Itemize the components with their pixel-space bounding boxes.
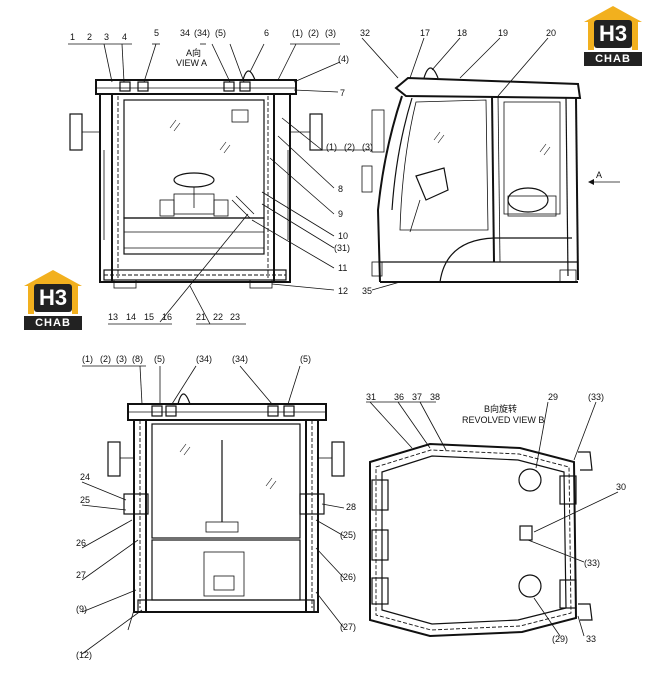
view-b-roof-plan <box>369 442 593 638</box>
callout: 38 <box>430 392 440 402</box>
callout: 31 <box>366 392 376 402</box>
callout: (25) <box>340 530 356 540</box>
callout: (3) <box>325 28 336 38</box>
callout: (5) <box>300 354 311 364</box>
callout: 23 <box>230 312 240 322</box>
callout: 10 <box>338 231 348 241</box>
callout: (29) <box>552 634 568 644</box>
callout: (8) <box>132 354 143 364</box>
callout: (3) <box>362 142 373 152</box>
view-a-callouts: 1 2 3 4 5 34 (34) (5) 6 (1) (2) (3) A向 V… <box>68 28 373 325</box>
rear-view-cab <box>107 393 345 631</box>
callout: 36 <box>394 392 404 402</box>
side-view-callouts: 32 17 18 19 20 A 35 <box>360 28 602 296</box>
callout: (27) <box>340 622 356 632</box>
view-a-front-cab <box>69 70 323 289</box>
callout: (31) <box>334 243 350 253</box>
callout: 7 <box>340 88 345 98</box>
callout: 33 <box>586 634 596 644</box>
callout: 21 <box>196 312 206 322</box>
callout: 25 <box>80 495 90 505</box>
brand-logo-left: H3 CHAB <box>20 270 86 330</box>
callout: 17 <box>420 28 430 38</box>
callout: 14 <box>126 312 136 322</box>
callout: (1) <box>292 28 303 38</box>
callout: (1) <box>326 142 337 152</box>
callout: 20 <box>546 28 556 38</box>
callout: 11 <box>338 263 347 273</box>
callout: 1 <box>70 32 75 42</box>
callout: (5) <box>154 354 165 364</box>
callout: (4) <box>338 54 349 64</box>
view-b-callouts: 31 36 37 38 29 (33) 30 (33) (29) 33 B向旋转… <box>366 392 626 644</box>
callout: 2 <box>87 32 92 42</box>
callout: 19 <box>498 28 508 38</box>
callout: (2) <box>308 28 319 38</box>
rear-view-callouts: (1) (2) (3) (8) (5) (34) (34) (5) 24 25 … <box>76 354 356 660</box>
callout: 3 <box>104 32 109 42</box>
callout: (33) <box>584 558 600 568</box>
callout: 16 <box>162 312 172 322</box>
callout: A <box>596 170 602 180</box>
view-a-title-en: VIEW A <box>176 58 207 68</box>
callout: (26) <box>340 572 356 582</box>
logo-mark: H3 <box>34 284 72 312</box>
callout: (5) <box>215 28 226 38</box>
callout: 22 <box>213 312 223 322</box>
view-b-title-en: REVOLVED VIEW B <box>462 415 544 425</box>
view-b-title-cn: B向旋转 <box>484 403 517 414</box>
callout: (2) <box>344 142 355 152</box>
callout: (34) <box>194 28 210 38</box>
callout: 13 <box>108 312 118 322</box>
brand-logo-top-right: H3 CHAB <box>580 6 646 66</box>
callout: (3) <box>116 354 127 364</box>
callout: 30 <box>616 482 626 492</box>
callout: 32 <box>360 28 370 38</box>
callout: 24 <box>80 472 90 482</box>
callout: 4 <box>122 32 127 42</box>
callout: 26 <box>76 538 86 548</box>
callout: 34 <box>180 28 190 38</box>
callout: (33) <box>588 392 604 402</box>
callout: 18 <box>457 28 467 38</box>
callout: 28 <box>346 502 356 512</box>
callout: 29 <box>548 392 558 402</box>
logo-word: CHAB <box>584 52 642 66</box>
callout: (2) <box>100 354 111 364</box>
callout: 9 <box>338 209 343 219</box>
callout: (1) <box>82 354 93 364</box>
callout: 35 <box>362 286 372 296</box>
callout: (34) <box>232 354 248 364</box>
callout: 12 <box>338 286 348 296</box>
logo-word: CHAB <box>24 316 82 330</box>
callout: 6 <box>264 28 269 38</box>
callout: (34) <box>196 354 212 364</box>
callout: 27 <box>76 570 86 580</box>
callout: 5 <box>154 28 159 38</box>
callout: (12) <box>76 650 92 660</box>
callout: 15 <box>144 312 154 322</box>
logo-mark: H3 <box>594 20 632 48</box>
callout: 8 <box>338 184 343 194</box>
callout: 37 <box>412 392 422 402</box>
callout: (9) <box>76 604 87 614</box>
side-view-cab <box>361 67 620 283</box>
view-a-title-cn: A向 <box>186 47 201 58</box>
